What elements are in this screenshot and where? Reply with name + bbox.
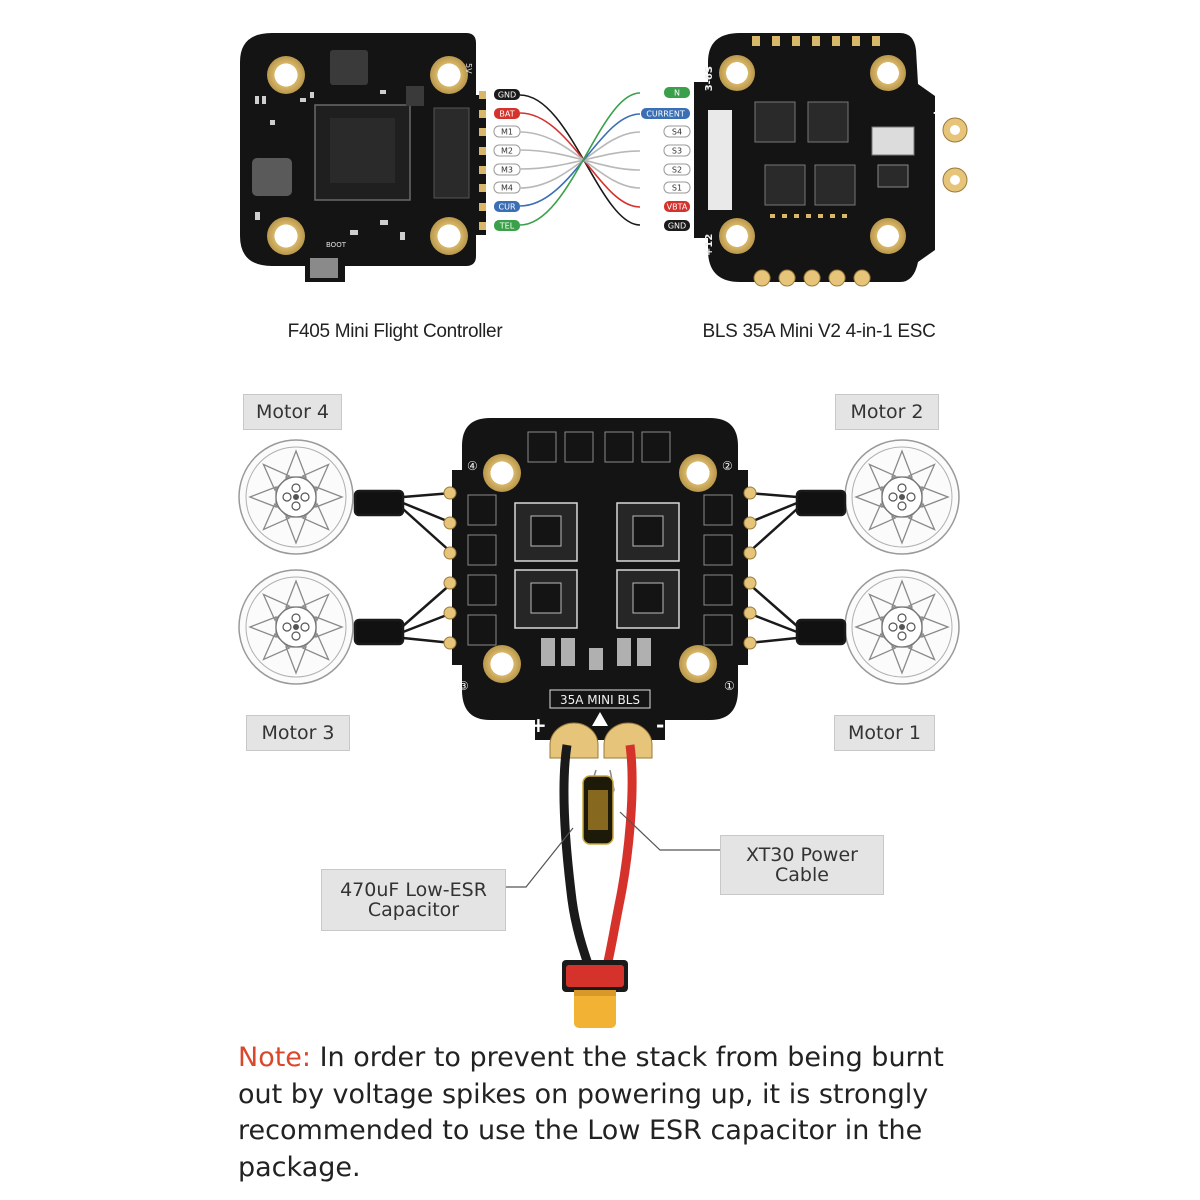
svg-text:GND: GND — [668, 222, 686, 231]
esc-pin-s4: S4 — [663, 125, 691, 138]
motor-3-icon — [238, 569, 354, 685]
svg-text:S4: S4 — [672, 128, 682, 137]
motor-1-label: Motor 1 — [834, 715, 935, 751]
note-prefix: Note: — [238, 1042, 312, 1073]
motor-1-icon — [844, 569, 960, 685]
svg-text:M2: M2 — [501, 147, 513, 156]
esc-pin-current: CURRENT — [641, 108, 690, 119]
esc-corner-1: ① — [724, 679, 735, 693]
fc-pin-tags: GND BAT M1 M2 M3 M4 CUR TEL — [493, 89, 521, 231]
svg-text:N: N — [674, 89, 680, 98]
esc-top-plus12-silk: +12 — [704, 234, 715, 256]
esc-pin-n: N — [664, 87, 690, 98]
fc-silk-top: 5V — [464, 63, 473, 74]
capacitor-callout-line1: 470uF Low-ESR — [340, 879, 487, 901]
esc-main-silk: 35A MINI BLS — [560, 693, 640, 707]
fc-pin-m2: M2 — [493, 144, 521, 157]
motor-2-icon — [844, 439, 960, 555]
capacitor-callout: 470uF Low-ESR Capacitor — [321, 869, 506, 931]
fc-boot-label: BOOT — [326, 241, 347, 249]
esc-main-board: ④ ② ③ ① 35A MINI BLS + - — [443, 418, 757, 759]
fc-pin-tel: TEL — [494, 220, 520, 231]
svg-text:BAT: BAT — [499, 110, 514, 119]
esc-caption: BLS 35A Mini V2 4-in-1 ESC — [702, 321, 936, 342]
note-paragraph: Note: In order to prevent the stack from… — [238, 1040, 978, 1186]
motor-3-label: Motor 3 — [246, 715, 350, 751]
fc-pin-m4: M4 — [493, 181, 521, 194]
motor-wires — [353, 489, 847, 646]
esc-corner-3: ③ — [458, 679, 469, 693]
svg-text:CUR: CUR — [499, 203, 516, 212]
cable-callout-line1: XT30 Power — [746, 844, 858, 866]
callout-leaders — [504, 811, 720, 888]
fc-pin-gnd: GND — [494, 89, 520, 100]
svg-text:S1: S1 — [672, 184, 682, 193]
esc-top-voltage-silk: 3-6S — [704, 66, 715, 91]
esc-pin-s3: S3 — [663, 144, 691, 157]
svg-text:CURRENT: CURRENT — [646, 110, 685, 119]
svg-text:GND: GND — [498, 91, 516, 100]
esc-pin-tags: N CURRENT S4 S3 S2 S1 VBTA GND — [641, 87, 691, 231]
note-text: In order to prevent the stack from being… — [238, 1042, 944, 1183]
svg-text:M1: M1 — [501, 128, 513, 137]
wiring-diagram: BOOT 5V GND BAT M1 M2 M3 — [238, 33, 968, 1028]
svg-text:TEL: TEL — [499, 222, 515, 231]
motor-2-label: Motor 2 — [835, 394, 939, 430]
esc-pin-vbta: VBTA — [664, 201, 690, 212]
fc-pin-m1: M1 — [493, 125, 521, 138]
fc-pin-cur: CUR — [494, 201, 520, 212]
capacitor-icon — [582, 769, 615, 845]
fc-pads — [479, 91, 486, 230]
esc-pin-s1: S1 — [663, 181, 691, 194]
esc-corner-4: ④ — [467, 459, 478, 473]
svg-text:M4: M4 — [501, 184, 513, 193]
xt30-power-cable — [559, 744, 637, 1028]
svg-text:VBTA: VBTA — [667, 203, 688, 212]
motor-4-label: Motor 4 — [243, 394, 342, 430]
cable-callout: XT30 Power Cable — [720, 835, 884, 895]
capacitor-callout-line2: Capacitor — [367, 899, 460, 921]
esc-main-plus: + — [530, 713, 547, 737]
fc-caption: F405 Mini Flight Controller — [287, 321, 503, 342]
esc-top-plus-sign: + — [932, 103, 945, 122]
esc-corner-2: ② — [722, 459, 733, 473]
flight-controller-board: BOOT 5V — [240, 33, 486, 282]
svg-text:S2: S2 — [672, 166, 682, 175]
esc-main-minus: - — [656, 713, 664, 737]
esc-pin-s2: S2 — [663, 163, 691, 176]
fc-pin-bat: BAT — [494, 108, 520, 119]
svg-text:M3: M3 — [501, 166, 513, 175]
esc-top-board: 3-6S +12 + — [694, 33, 968, 287]
svg-text:S3: S3 — [672, 147, 682, 156]
cable-callout-line2: Cable — [775, 864, 829, 886]
motor-4-icon — [238, 439, 354, 555]
esc-pin-gnd: GND — [664, 220, 690, 231]
signal-wires — [519, 92, 641, 226]
fc-pin-m3: M3 — [493, 163, 521, 176]
